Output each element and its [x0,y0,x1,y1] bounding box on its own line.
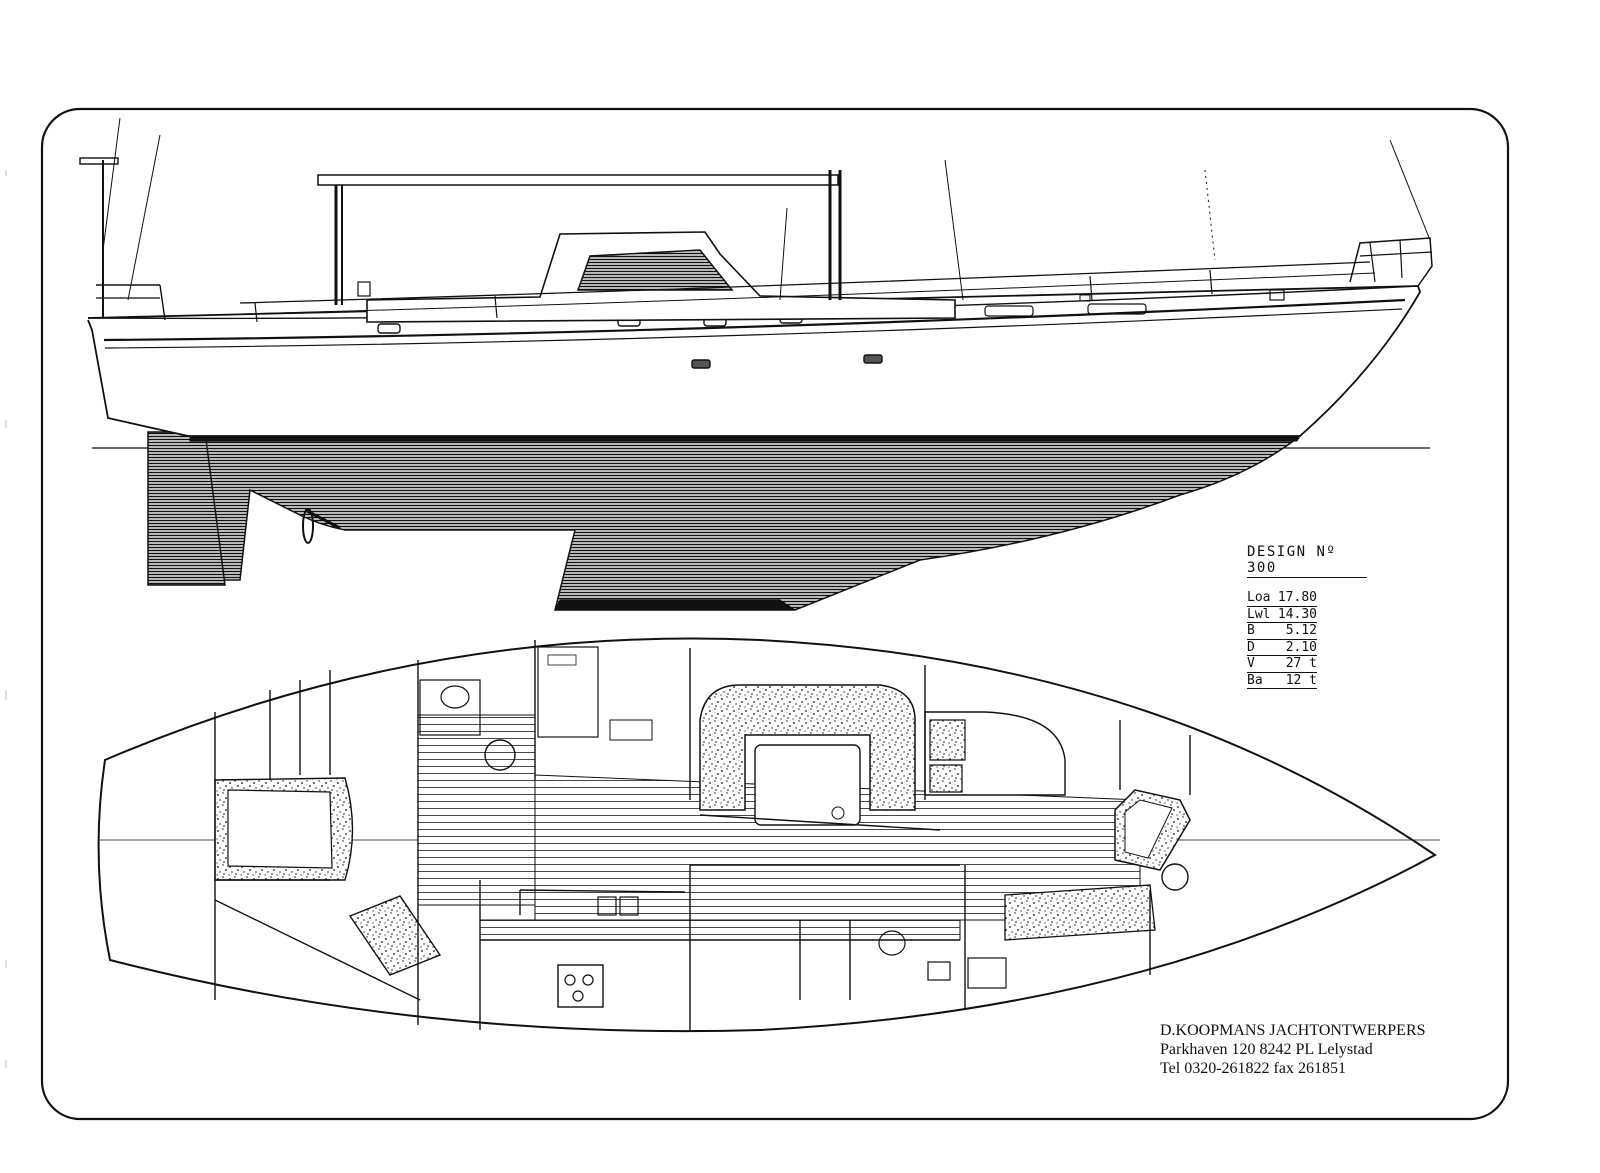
keel-bottom [554,599,797,611]
doghouse-window [576,249,734,291]
firm-address: Parkhaven 120 8242 PL Lelystad [1160,1041,1373,1058]
designer-firm: D.KOOPMANS JACHTONTWERPERS Parkhaven 120… [1160,1021,1426,1078]
spec-row-lwl: Lwl 14.30 [1247,606,1317,623]
propeller [302,508,314,544]
bimini-frame [317,174,839,186]
firm-phone: Tel 0320-261822 fax 261851 [1160,1060,1346,1077]
saloon-table [754,744,861,826]
firm-name: D.KOOPMANS JACHTONTWERPERS [1160,1022,1426,1039]
spec-row-draft: D 2.10 [1247,639,1317,656]
drawing-border [40,107,1510,1121]
spec-row-beam: B 5.12 [1247,623,1317,640]
spec-row-displacement: V 27 t [1247,656,1317,673]
design-specs: DESIGN Nº 300 Loa 17.80 Lwl 14.30 B 5.12… [1247,544,1367,689]
saloon-settee [699,684,916,811]
underwater-hull [189,435,1303,611]
spec-row-loa: Loa 17.80 [1247,590,1317,607]
design-title: DESIGN Nº 300 [1247,544,1367,578]
deck-plan [97,637,1440,1033]
side-profile [79,117,1433,611]
spec-row-ballast: Ba 12 t [1247,672,1317,689]
